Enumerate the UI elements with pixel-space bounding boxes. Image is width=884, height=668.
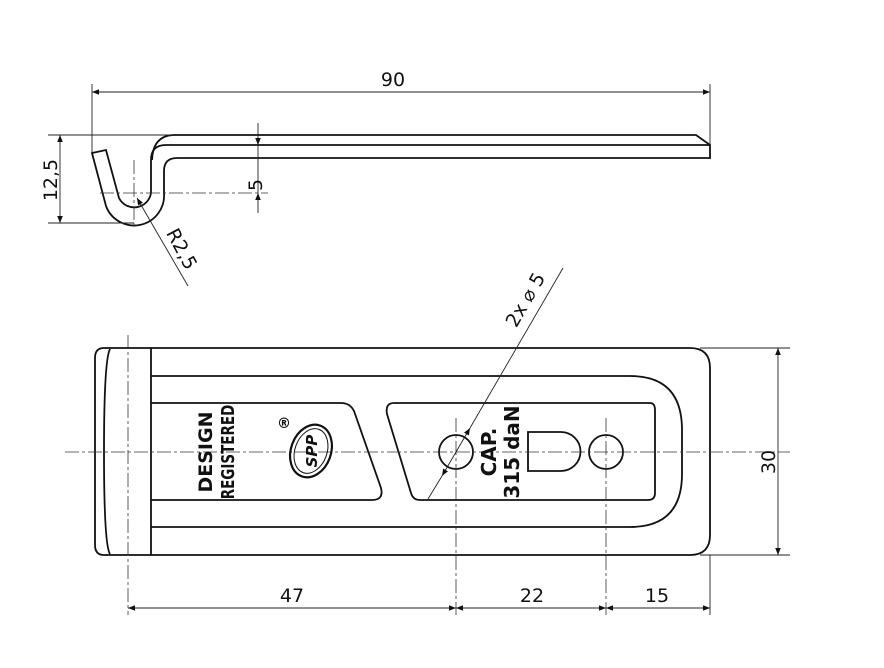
plate-outline	[94, 347, 711, 556]
logo-text: SPP	[303, 435, 321, 468]
hole-pocket	[385, 402, 656, 501]
plan-view: DESIGN REGISTERED ® SPP CAP. 315 daN 2x …	[65, 267, 790, 615]
dimension-overall-length: 90	[381, 69, 405, 91]
marking-design: DESIGN	[195, 411, 217, 492]
hook-profile	[90, 144, 711, 227]
capacity-label: CAP.	[477, 428, 501, 477]
hole-leader	[455, 427, 471, 453]
dimension-offset: 5	[245, 179, 267, 191]
hole-callout: 2x ⌀ 5	[502, 269, 551, 331]
radius-leader	[136, 197, 189, 287]
hole-leader	[441, 451, 457, 477]
dimension-hook-height: 12,5	[40, 159, 62, 201]
marking-registered: REGISTERED	[217, 405, 238, 500]
side-view: 90 12,5 5 R2,5	[40, 69, 711, 287]
bend-edge	[103, 348, 111, 555]
dimension-bend-radius: R2,5	[161, 225, 201, 274]
dimension-hole-spacing: 22	[520, 585, 544, 607]
slot	[527, 431, 582, 472]
registered-symbol: ®	[277, 416, 291, 432]
marking-pocket	[151, 402, 383, 501]
capacity-value: 315 daN	[500, 405, 524, 498]
hole-leader	[427, 475, 443, 500]
dimension-first-hole: 47	[280, 585, 304, 607]
dimension-width: 30	[758, 450, 780, 474]
bend-silhouette	[151, 134, 711, 161]
spp-logo: SPP	[288, 423, 334, 479]
dimension-hole-to-end: 15	[645, 585, 669, 607]
hole-leader	[469, 267, 564, 429]
